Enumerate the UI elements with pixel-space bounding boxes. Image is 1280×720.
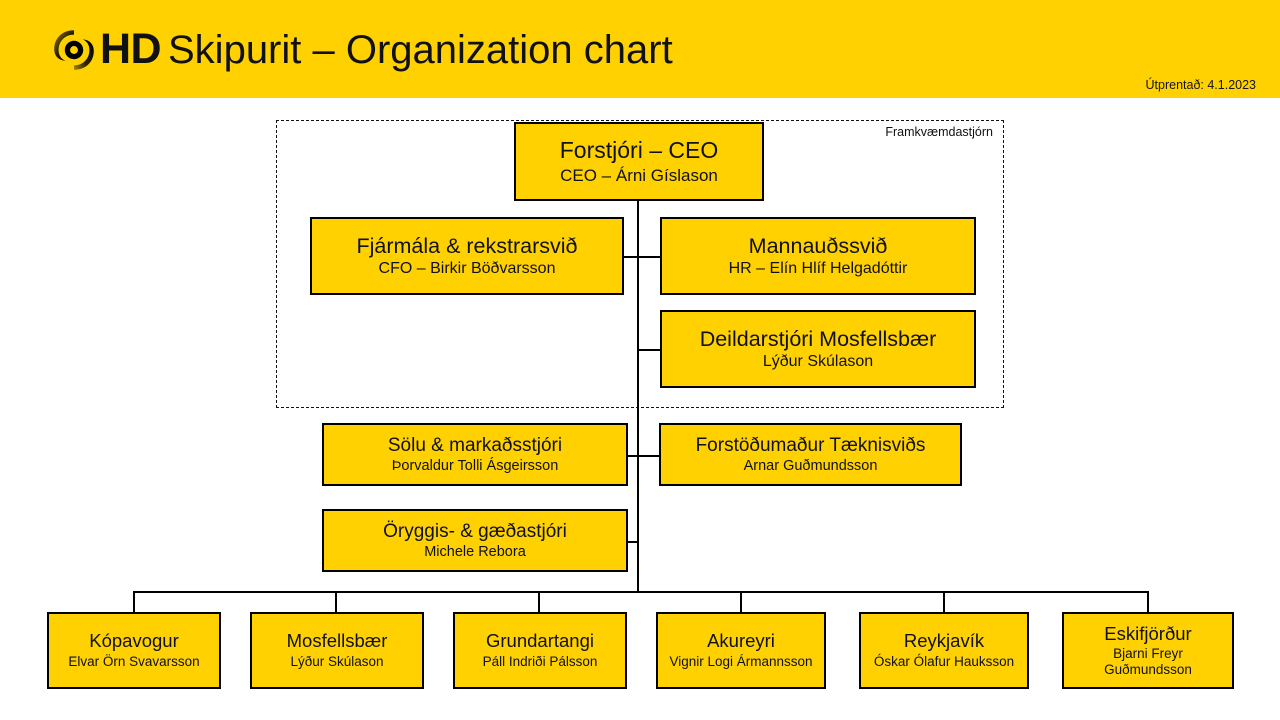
node-hr-person: HR – Elín Hlíf Helgadóttir	[728, 259, 908, 277]
connector-dept-mosfellsbaer	[637, 349, 660, 351]
node-site-mosfellsbaer[interactable]: Mosfellsbær Lýður Skúlason	[250, 612, 424, 689]
node-hr[interactable]: Mannauðssvið HR – Elín Hlíf Helgadóttir	[660, 217, 976, 295]
node-cfo[interactable]: Fjármála & rekstrarsvið CFO – Birkir Böð…	[310, 217, 624, 295]
page-header: HD Skipurit – Organization chart Útprent…	[0, 0, 1280, 98]
node-department-mosfellsbaer[interactable]: Deildarstjóri Mosfellsbær Lýður Skúlason	[660, 310, 976, 388]
brand-logo: HD	[52, 24, 162, 76]
connector-site-bus	[133, 591, 1149, 593]
node-site-akureyri-person: Vignir Logi Ármannsson	[669, 654, 813, 670]
node-site-kopavogur[interactable]: Kópavogur Elvar Örn Svavarsson	[47, 612, 221, 689]
node-technical-services-title: Forstöðumaður Tæknisviðs	[695, 434, 926, 456]
node-hr-title: Mannauðssvið	[748, 233, 888, 258]
node-site-grundartangi-title: Grundartangi	[486, 630, 594, 652]
node-ceo-person: CEO – Árni Gíslason	[560, 165, 718, 185]
hd-spiral-logo-icon	[54, 30, 94, 70]
executive-board-label: Framkvæmdastjórn	[885, 125, 993, 139]
node-ceo-title: Forstjóri – CEO	[559, 136, 719, 163]
node-site-akureyri-title: Akureyri	[707, 630, 775, 652]
node-sales-marketing-title: Sölu & markaðsstjóri	[387, 434, 563, 456]
connector-tech	[637, 455, 660, 457]
connector-site-drop-2	[335, 591, 337, 612]
node-technical-services-person: Arnar Guðmundsson	[743, 457, 878, 474]
node-department-mosfellsbaer-person: Lýður Skúlason	[762, 352, 874, 370]
node-sales-marketing[interactable]: Sölu & markaðsstjóri Þorvaldur Tolli Ásg…	[322, 423, 628, 486]
node-site-reykjavik[interactable]: Reykjavík Óskar Ólafur Hauksson	[859, 612, 1029, 689]
node-site-akureyri[interactable]: Akureyri Vignir Logi Ármannsson	[656, 612, 826, 689]
node-cfo-title: Fjármála & rekstrarsvið	[356, 233, 578, 258]
page-title: Skipurit – Organization chart	[168, 28, 673, 72]
node-site-kopavogur-title: Kópavogur	[89, 630, 179, 652]
connector-cfo	[624, 256, 639, 258]
node-safety-quality-title: Öryggis- & gæðastjóri	[383, 520, 567, 542]
executive-board-group: Framkvæmdastjórn	[276, 120, 1004, 408]
connector-site-drop-5	[943, 591, 945, 612]
node-site-grundartangi-person: Páll Indriði Pálsson	[482, 654, 598, 670]
connector-spine	[637, 201, 639, 592]
node-site-eskifjordur-title: Eskifjörður	[1104, 622, 1192, 644]
connector-site-drop-6	[1147, 591, 1149, 612]
connector-hr	[637, 256, 660, 258]
node-department-mosfellsbaer-title: Deildarstjóri Mosfellsbær	[699, 326, 937, 351]
node-safety-quality[interactable]: Öryggis- & gæðastjóri Michele Rebora	[322, 509, 628, 572]
connector-site-drop-1	[133, 591, 135, 612]
connector-site-drop-4	[740, 591, 742, 612]
node-site-eskifjordur[interactable]: Eskifjörður Bjarni Freyr Guðmundsson	[1062, 612, 1234, 689]
print-date: Útprentað: 4.1.2023	[1145, 78, 1257, 92]
node-site-mosfellsbaer-title: Mosfellsbær	[286, 630, 388, 652]
node-technical-services[interactable]: Forstöðumaður Tæknisviðs Arnar Guðmundss…	[659, 423, 962, 486]
node-site-reykjavik-title: Reykjavík	[903, 630, 985, 652]
node-ceo[interactable]: Forstjóri – CEO CEO – Árni Gíslason	[514, 122, 764, 201]
connector-sales	[628, 455, 639, 457]
node-sales-marketing-person: Þorvaldur Tolli Ásgeirsson	[391, 457, 559, 474]
logo-text: HD	[100, 24, 162, 73]
node-site-eskifjordur-person: Bjarni Freyr Guðmundsson	[1104, 646, 1192, 677]
node-safety-quality-person: Michele Rebora	[424, 543, 526, 560]
connector-safety	[628, 541, 639, 543]
node-site-reykjavik-person: Óskar Ólafur Hauksson	[873, 654, 1015, 670]
node-cfo-person: CFO – Birkir Böðvarsson	[378, 259, 556, 277]
node-site-kopavogur-person: Elvar Örn Svavarsson	[68, 654, 200, 670]
chart-area: Framkvæmdastjórn Forstjóri – CEO CEO – Á…	[0, 98, 1280, 720]
connector-site-drop-3	[538, 591, 540, 612]
node-site-mosfellsbaer-person: Lýður Skúlason	[290, 654, 384, 670]
node-site-grundartangi[interactable]: Grundartangi Páll Indriði Pálsson	[453, 612, 627, 689]
